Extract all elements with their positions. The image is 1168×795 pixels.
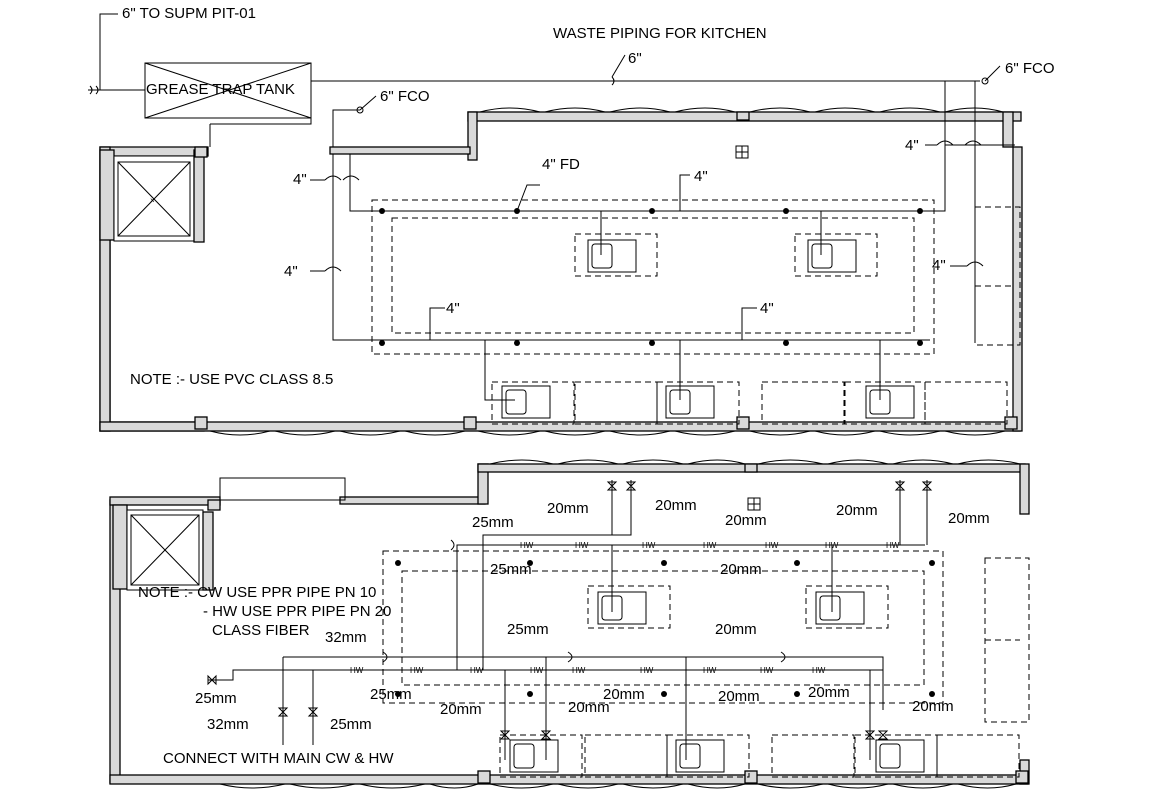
drawing-label-45: 20mm [603, 686, 645, 703]
drawing-label-28: HW [640, 666, 654, 675]
bot-bottom-wall [109, 774, 1029, 785]
top-note: NOTE :- USE PVC CLASS 8.5 [130, 371, 333, 388]
drawing-label-25: HW [470, 666, 484, 675]
drawing-label-39: 20mm [720, 561, 762, 578]
bot-mid-wall [339, 496, 486, 505]
pipe-4in-a: 4" [293, 171, 307, 188]
drawing-label-29: HW [703, 666, 717, 675]
top-plan: × GREASE TRAP TANK 6" 6" TO SUPM PIT [88, 5, 1055, 436]
top-title: WASTE PIPING FOR KITCHEN [553, 25, 767, 42]
supply-lines [208, 480, 928, 760]
drawing-label-27: HW [572, 666, 586, 675]
size-labels: 20mm 20mm 20mm 20mm 20mm 25mm 25mm 20mm … [195, 497, 990, 733]
top-mid-wall [329, 146, 471, 155]
drawing-label-48: 20mm [440, 701, 482, 718]
drawing-label-41: 20mm [715, 621, 757, 638]
top-step-wall [467, 111, 478, 161]
connect-label: CONNECT WITH MAIN CW & HW [163, 750, 394, 767]
drawing-label-31: HW [812, 666, 826, 675]
drawing-label-16: HW [520, 541, 534, 550]
bot-drains [395, 560, 935, 697]
pipe-4in-b: 4" [284, 263, 298, 280]
drawing-label-19: HW [703, 541, 717, 550]
valves [207, 481, 933, 740]
drawing-label-32: 20mm [547, 500, 589, 517]
drawing-label-47: 20mm [808, 684, 850, 701]
pipe-4in-c: 4" [905, 137, 919, 154]
top-windows [209, 107, 1006, 436]
drawing-label-38: 25mm [490, 561, 532, 578]
drawing-label-0: × [150, 196, 155, 205]
bot-sinks [509, 591, 925, 773]
drawing-label-46: 20mm [718, 688, 760, 705]
drawing-label-26: HW [530, 666, 544, 675]
drawing-label-33: 20mm [655, 497, 697, 514]
fco-left-label: 6" FCO [380, 88, 430, 105]
main-pipe-size: 6" [628, 50, 642, 67]
pipe-4in-d: 4" [932, 257, 946, 274]
drawing-label-40: 25mm [507, 621, 549, 638]
floor-drains [379, 208, 923, 346]
pipe-4in-g: 4" [760, 300, 774, 317]
pipe-4in-e: 4" [694, 168, 708, 185]
bottom-plan: HW HW HW HW HW HW HW HW HW HW HW HW HW H… [109, 459, 1030, 789]
bot-note-3: CLASS FIBER [212, 622, 310, 639]
top-sinks [484, 211, 915, 419]
drawing-label-49: 20mm [568, 699, 610, 716]
bot-top-left-wall [109, 496, 221, 506]
drawing-label-44: 25mm [370, 686, 412, 703]
top-shaft-wall [99, 149, 115, 241]
bot-note-1: NOTE :- CW USE PPR PIPE PN 10 [138, 584, 376, 601]
drawing-label-50: 20mm [912, 698, 954, 715]
drawing-label-37: 25mm [472, 514, 514, 531]
drawing-label-35: 20mm [836, 502, 878, 519]
drawing-label-43: 25mm [195, 690, 237, 707]
drawing-label-21: HW [825, 541, 839, 550]
drawing-label-36: 20mm [948, 510, 990, 527]
grease-trap-label: GREASE TRAP TANK [146, 81, 295, 98]
pipe-4in-f: 4" [446, 300, 460, 317]
drawing-label-17: HW [575, 541, 589, 550]
to-sump-label: 6" TO SUPM PIT-01 [122, 5, 256, 22]
drawing-label-51: 32mm [207, 716, 249, 733]
drawing-label-34: 20mm [725, 512, 767, 529]
top-bottom-wall [99, 421, 1021, 432]
bot-right-wall [1019, 463, 1030, 515]
drawing-label-20: HW [765, 541, 779, 550]
fco-right-label: 6" FCO [1005, 60, 1055, 77]
drawing-label-22: HW [886, 541, 900, 550]
drawing-label-52: 25mm [330, 716, 372, 733]
bot-note-2: - HW USE PPR PIPE PN 20 [203, 603, 391, 620]
fd-label: 4" FD [542, 156, 580, 173]
drawing-label-30: HW [760, 666, 774, 675]
hw-tags: HW HW HW HW HW HW HW HW HW HW HW HW HW H… [350, 541, 900, 675]
top-right-corner-wall [1002, 111, 1014, 148]
drawing-label-42: 32mm [325, 629, 367, 646]
drawing-label-18: HW [642, 541, 656, 550]
top-right-wall [1012, 146, 1023, 432]
drawing-label-24: HW [410, 666, 424, 675]
drawing-label-23: HW [350, 666, 364, 675]
